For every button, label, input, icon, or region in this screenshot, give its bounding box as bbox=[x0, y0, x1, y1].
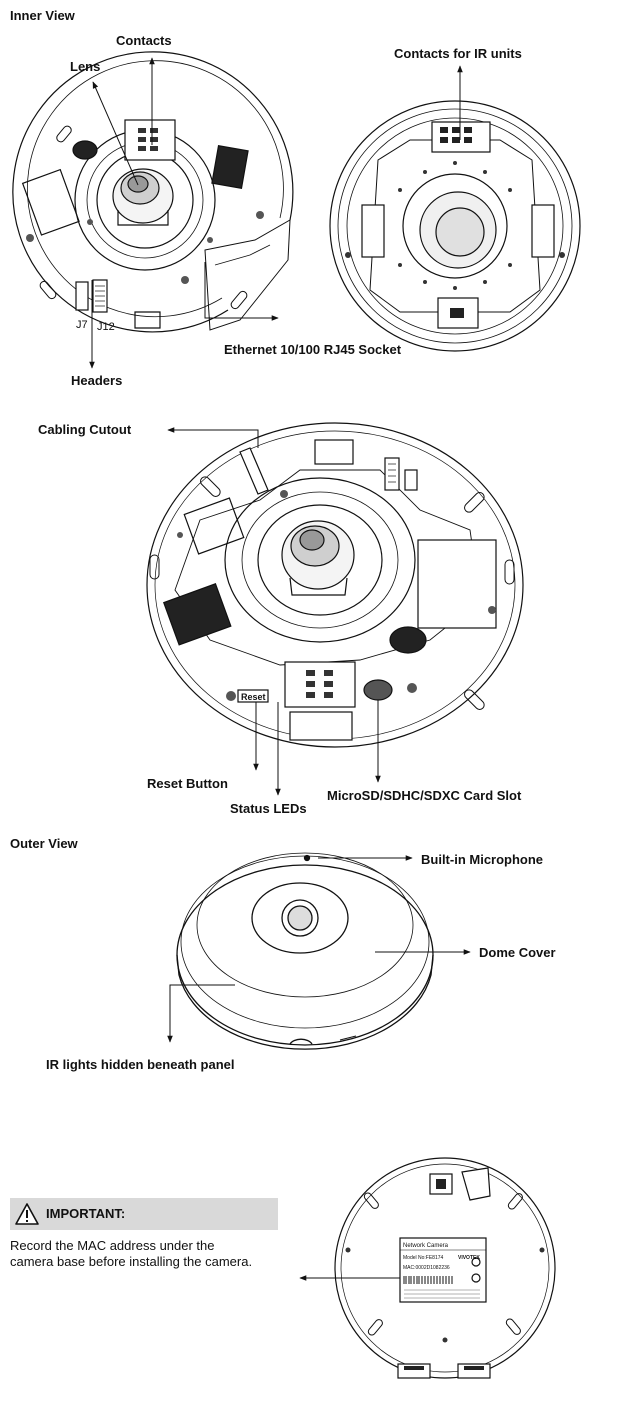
label-dome-cover: Dome Cover bbox=[479, 945, 556, 960]
outer-view-dome-figure bbox=[176, 852, 434, 1050]
label-ir-lights: IR lights hidden beneath panel bbox=[46, 1057, 235, 1072]
label-card-slot: MicroSD/SDHC/SDXC Card Slot bbox=[327, 788, 522, 803]
label-lens: Lens bbox=[70, 59, 101, 74]
important-note-line-2: camera base before installing the camera… bbox=[10, 1254, 253, 1269]
section-title-inner-view: Inner View bbox=[10, 8, 75, 23]
inner-view-left-figure bbox=[12, 51, 294, 333]
mac-label-model: Model No:FE8174 bbox=[403, 1255, 444, 1261]
label-reset-button: Reset Button bbox=[147, 776, 228, 791]
arrow-ethernet bbox=[204, 262, 279, 321]
label-headers: Headers bbox=[71, 373, 123, 388]
label-j12: J12 bbox=[97, 321, 115, 333]
important-note-line-1: Record the MAC address under the bbox=[10, 1238, 215, 1253]
label-microphone: Built-in Microphone bbox=[421, 852, 544, 867]
inner-view-right-figure bbox=[329, 100, 581, 352]
label-status-leds: Status LEDs bbox=[230, 801, 307, 816]
label-ethernet: Ethernet 10/100 RJ45 Socket bbox=[224, 342, 402, 357]
important-banner: IMPORTANT: bbox=[10, 1198, 278, 1230]
important-title: IMPORTANT: bbox=[46, 1206, 126, 1221]
warning-triangle-icon bbox=[15, 1203, 39, 1225]
mac-label-mac: MAC:0002D1082236 bbox=[403, 1265, 450, 1271]
label-contacts-ir: Contacts for IR units bbox=[394, 46, 522, 61]
callout-arrows bbox=[89, 57, 471, 1281]
important-note: Record the MAC address under the camera … bbox=[10, 1238, 300, 1270]
label-cabling-cutout: Cabling Cutout bbox=[38, 422, 132, 437]
label-contacts: Contacts bbox=[116, 33, 172, 48]
label-j7: J7 bbox=[76, 319, 88, 331]
silk-reset: Reset bbox=[241, 692, 266, 702]
inner-view-large-figure bbox=[146, 422, 524, 748]
arrow-ir-lights bbox=[167, 984, 235, 1043]
camera-base-figure bbox=[334, 1157, 556, 1379]
mac-label-brand: VIVOTEK bbox=[458, 1255, 480, 1261]
arrow-lens bbox=[92, 81, 139, 186]
arrow-cabling-cutout bbox=[167, 427, 259, 448]
mac-label-product: Network Camera bbox=[403, 1243, 449, 1249]
section-title-outer-view: Outer View bbox=[10, 836, 78, 851]
